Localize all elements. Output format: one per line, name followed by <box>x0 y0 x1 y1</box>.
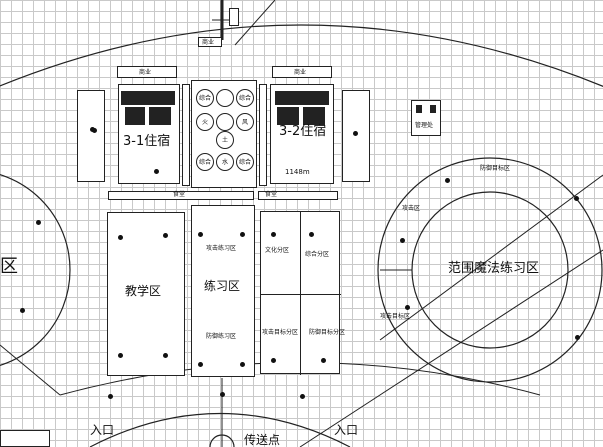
send-point: 传送点 <box>244 433 281 447</box>
entrance-left: 入口 <box>90 423 115 437</box>
left-diagonal <box>0 344 61 396</box>
left-circle <box>0 174 71 366</box>
office: 管理处 <box>411 100 441 136</box>
teaching-area: 教学区 <box>107 212 185 376</box>
dorm-left-side <box>77 90 105 182</box>
center-block: 综合 综合 火 风 土 综合 水 综合 <box>191 80 257 188</box>
practice-area: 攻击练习区 练习区 防御练习区 <box>191 205 255 377</box>
bottom-left-box <box>0 430 50 447</box>
bottom-arc <box>89 413 351 447</box>
shop-left: 商业 <box>117 66 177 78</box>
right-outer-circle <box>377 157 603 383</box>
culture-area: 文化分区 综合分区 攻击目标分区 防御目标分区 <box>260 211 345 375</box>
dorm-left: 3-1住宿 <box>118 84 180 184</box>
range-magic-label: 范围魔法练习区 <box>448 261 540 276</box>
shop-top: 商业 <box>198 37 222 47</box>
dorm-right-strip <box>259 84 267 186</box>
dorm-right-side <box>342 90 370 182</box>
top-diagonal <box>234 0 276 46</box>
dorm-right: 3-2住宿 1148m <box>270 84 334 184</box>
shop-right: 商业 <box>272 66 332 78</box>
canteen-right: 食堂 <box>258 191 338 200</box>
entrance-right: 入口 <box>334 423 359 437</box>
right-diagonal-1 <box>379 174 603 341</box>
right-diagonal-2 <box>299 249 603 447</box>
canteen-left: 食堂 <box>108 191 254 200</box>
outer-arc <box>0 24 603 88</box>
left-region-label: 区 <box>0 256 18 277</box>
dorm-left-strip <box>182 84 190 186</box>
tower-box <box>229 8 239 26</box>
